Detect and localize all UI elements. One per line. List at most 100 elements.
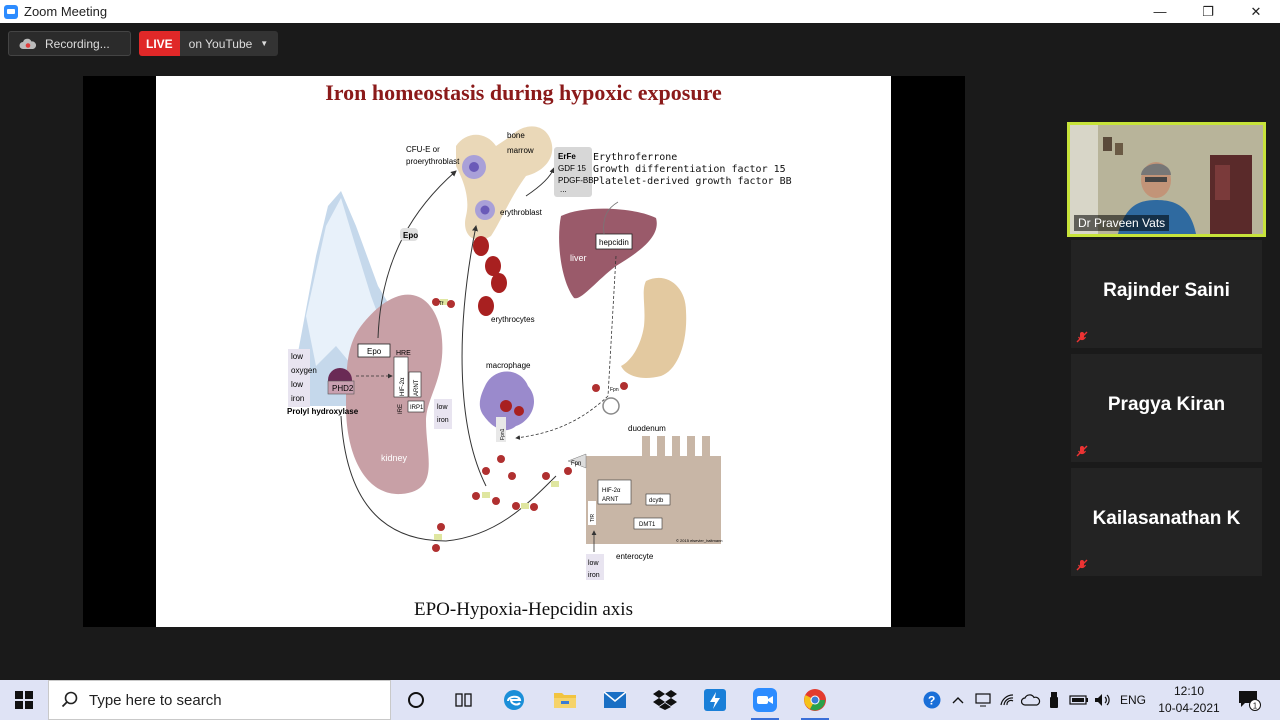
abbreviation-legend: Erythroferrone Growth differentiation fa… — [593, 152, 792, 188]
svg-text:low: low — [291, 352, 303, 361]
transferrin-molecules — [432, 298, 572, 552]
action-center-button[interactable]: 1 — [1234, 680, 1264, 720]
svg-text:ErFe: ErFe — [558, 152, 576, 161]
task-view-icon — [455, 693, 472, 707]
help-button[interactable]: ? — [920, 680, 944, 720]
live-destination-dropdown[interactable]: on YouTube ▼ — [179, 31, 279, 56]
svg-text:Fpn: Fpn — [610, 387, 619, 393]
speaker-icon — [1095, 694, 1110, 706]
chevron-up-icon — [952, 697, 964, 704]
chrome-taskbar-button[interactable] — [795, 685, 835, 720]
svg-text:marrow: marrow — [507, 146, 534, 155]
svg-text:Tf: Tf — [439, 301, 444, 307]
minimize-button[interactable]: — — [1153, 4, 1167, 19]
svg-text:PHD2: PHD2 — [332, 384, 354, 393]
svg-text:Prolyl hydroxylase: Prolyl hydroxylase — [287, 407, 359, 416]
caret-down-icon: ▼ — [260, 39, 269, 48]
monitor-icon — [975, 693, 991, 707]
show-hidden-icons-button[interactable] — [950, 680, 966, 720]
notification-icon: 1 — [1239, 691, 1261, 711]
svg-text:HIF-2α: HIF-2α — [400, 377, 406, 396]
svg-text:macrophage: macrophage — [486, 361, 531, 370]
edge-button[interactable] — [494, 685, 534, 715]
svg-text:liver: liver — [570, 253, 587, 263]
svg-text:iron: iron — [291, 394, 304, 403]
close-button[interactable]: ✕ — [1250, 3, 1262, 19]
battery-button[interactable] — [1068, 680, 1090, 720]
svg-text:HIF-2α: HIF-2α — [602, 488, 621, 494]
svg-text:enterocyte: enterocyte — [616, 552, 654, 561]
participant-tile[interactable]: Pragya Kiran — [1071, 354, 1262, 462]
svg-text:DMT1: DMT1 — [639, 522, 656, 528]
shared-slide: Iron homeostasis during hypoxic exposure… — [156, 76, 891, 627]
mic-muted-icon — [1075, 444, 1089, 458]
legend-item: Platelet-derived growth factor BB — [593, 176, 792, 187]
search-input[interactable] — [89, 691, 369, 709]
svg-text:ARNT: ARNT — [414, 379, 420, 396]
volume-button[interactable] — [1093, 680, 1113, 720]
help-icon: ? — [923, 691, 941, 709]
svg-text:Fpn: Fpn — [571, 461, 581, 467]
svg-text:erythrocytes: erythrocytes — [491, 315, 535, 324]
live-badge: LIVE — [139, 31, 180, 56]
svg-text:IRP1: IRP1 — [410, 405, 424, 411]
participant-name: Pragya Kiran — [1107, 394, 1226, 415]
slide-caption: EPO-Hypoxia-Hepcidin axis — [414, 599, 633, 620]
svg-text:GDF 15: GDF 15 — [558, 164, 587, 173]
participant-tile[interactable]: Kailasanathan K — [1071, 468, 1262, 576]
powerapps-button[interactable] — [695, 685, 735, 715]
task-view-button[interactable] — [444, 685, 484, 715]
legend-item: Erythroferrone — [593, 152, 678, 163]
svg-text:low: low — [437, 404, 448, 411]
svg-text:bone: bone — [507, 131, 525, 140]
meet-now-button[interactable] — [974, 680, 992, 720]
svg-text:low: low — [588, 560, 599, 567]
cortana-icon — [408, 692, 424, 708]
svg-text:?: ? — [928, 694, 935, 708]
mic-muted-icon — [1075, 558, 1089, 572]
slide-title: Iron homeostasis during hypoxic exposure — [325, 80, 722, 105]
system-clock[interactable]: 12:10 10-04-2021 — [1150, 683, 1228, 717]
screen-share-area: Iron homeostasis during hypoxic exposure… — [83, 76, 965, 627]
language-indicator[interactable]: ENG — [1119, 693, 1146, 707]
participant-name: Dr Praveen Vats — [1074, 215, 1170, 231]
onedrive-button[interactable] — [1020, 680, 1042, 720]
window-title: Zoom Meeting — [24, 4, 108, 19]
kidney-label: kidney — [381, 453, 408, 463]
cortana-button[interactable] — [396, 685, 436, 715]
app-flash-icon — [704, 689, 726, 711]
mic-muted-icon — [1075, 330, 1089, 344]
clock-date: 10-04-2021 — [1158, 701, 1220, 715]
live-stream-control[interactable]: LIVE on YouTube ▼ — [139, 31, 279, 56]
usb-drive-icon — [1050, 692, 1058, 708]
file-explorer-button[interactable] — [545, 685, 585, 715]
svg-text:Epo: Epo — [403, 231, 418, 240]
taskbar-search[interactable] — [48, 680, 391, 720]
participant-tile[interactable]: Rajinder Saini — [1071, 240, 1262, 348]
start-button[interactable] — [0, 680, 48, 720]
mail-button[interactable] — [595, 685, 635, 715]
folder-icon — [554, 693, 576, 708]
participant-video-tile[interactable]: Dr Praveen Vats — [1067, 122, 1266, 237]
svg-text:Fpn1: Fpn1 — [500, 428, 506, 440]
dropbox-button[interactable] — [645, 685, 685, 715]
svg-text:dcytb: dcytb — [649, 498, 664, 504]
svg-text:erythroblast: erythroblast — [500, 208, 543, 217]
cloud-icon — [1021, 694, 1041, 706]
zoom-app-icon — [4, 4, 18, 19]
svg-text:...: ... — [560, 185, 567, 194]
svg-text:ARNT: ARNT — [602, 497, 619, 503]
svg-text:oxygen: oxygen — [291, 366, 317, 375]
mail-icon — [603, 691, 627, 708]
usb-device-button[interactable] — [1046, 680, 1062, 720]
clock-time: 12:10 — [1173, 684, 1205, 698]
participant-name: Rajinder Saini — [1103, 280, 1230, 301]
svg-text:duodenum: duodenum — [628, 424, 666, 433]
windows-taskbar: ? ENG 12:10 10-04-2021 1 — [0, 680, 1280, 720]
restore-button[interactable]: ❐ — [1202, 3, 1214, 19]
network-button[interactable] — [998, 680, 1016, 720]
window-titlebar: Zoom Meeting — ❐ ✕ — [0, 0, 1280, 23]
recording-indicator[interactable]: Recording... — [8, 31, 131, 56]
svg-text:low: low — [291, 380, 303, 389]
zoom-taskbar-button[interactable] — [745, 685, 785, 720]
